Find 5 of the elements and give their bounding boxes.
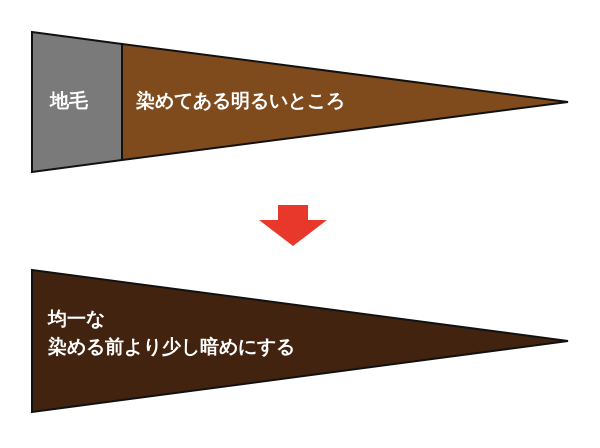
label-text: 染める前より少し暗めにする <box>48 335 296 360</box>
label-text: 均一な <box>48 307 106 332</box>
label-text: 地毛 <box>50 89 89 114</box>
label-text: 染めてある明るいところ <box>136 89 346 114</box>
down-arrow <box>259 205 327 246</box>
